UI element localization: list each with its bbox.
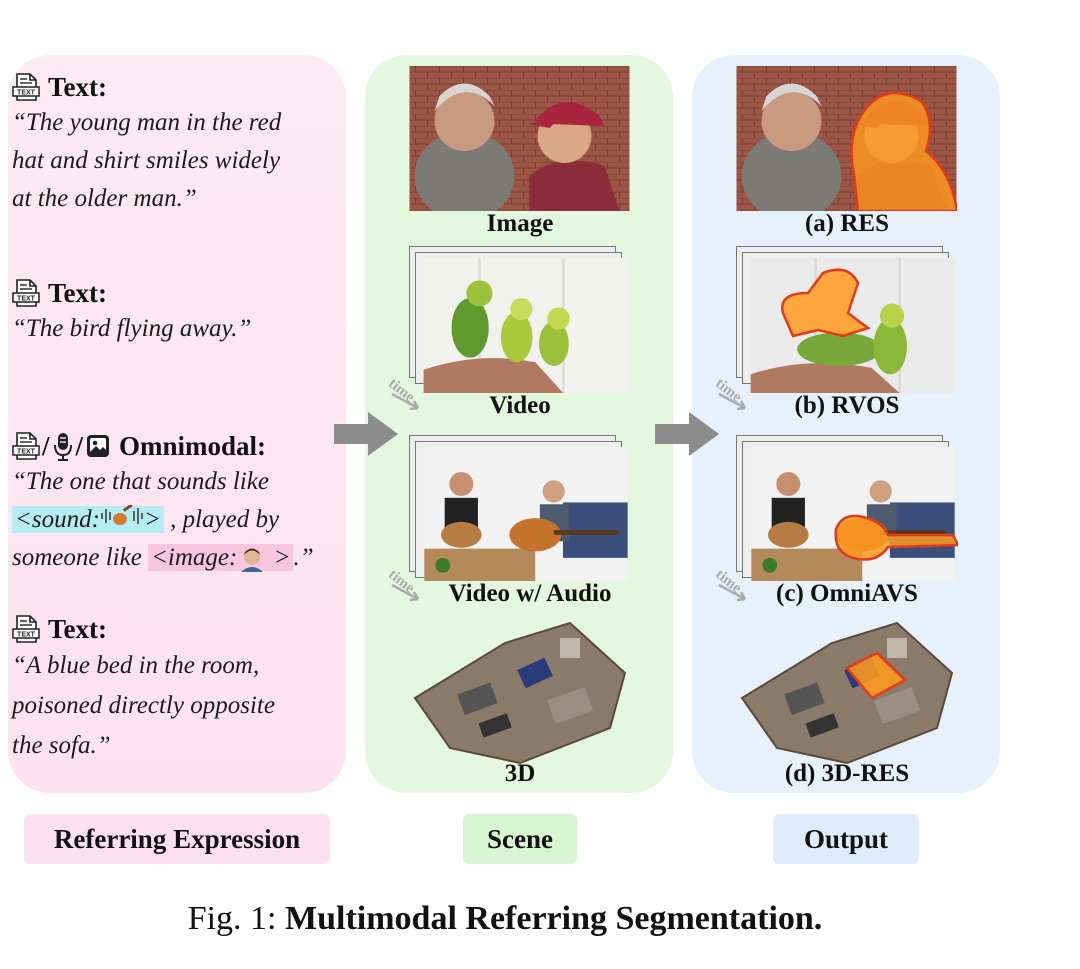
sound-chip: <sound:> [12,503,164,533]
scene-3d-thumbnail [410,618,630,768]
expression-4-line: poisoned directly opposite [12,692,275,719]
person-face-icon [241,548,264,573]
text-doc-icon [12,73,40,101]
microphone-icon [53,433,72,461]
expression-1-line: “The young man in the red [12,109,282,136]
omnimodal-line-3: someone like <image: >.” [12,544,314,573]
guitar-sound-icon [101,503,143,525]
right-arrow-icon [334,412,398,456]
expression-text-2: Text: “The bird flying away.” [12,276,342,348]
expression-1-line: at the older man.” [12,185,197,212]
scene-video-audio-thumbnail [421,447,631,581]
scene-video-audio-caption: Video w/ Audio [448,580,612,607]
output-rvos-caption: (b) RVOS [794,392,900,419]
output-label: Output [773,814,919,864]
output-omniavs-caption: (c) OmniAVS [776,580,918,607]
image-chip: <image: > [148,544,294,573]
scene-video-caption: Video [489,392,551,419]
text-doc-icon [12,615,40,643]
expression-4-line: the sofa.” [12,732,111,759]
expression-4-line: “A blue bed in the room, [12,652,260,679]
expression-text-1: Text: “The young man in the red hat and … [12,70,342,218]
expression-text-3d: Text: “A blue bed in the room, poisoned … [12,612,342,766]
scene-label: Scene [463,814,577,864]
scene-video-thumbnail [421,258,631,393]
output-rvos-thumbnail [748,258,958,393]
scene-image-caption: Image [486,210,554,237]
expression-omnimodal: / / Omnimodal: “The one that sounds like… [12,429,342,577]
referring-expression-label: Referring Expression [24,814,330,864]
expression-1-line: hat and shirt smiles widely [12,147,281,174]
text-doc-icon [12,279,40,307]
scene-image-thumbnail [409,66,630,211]
figure-caption: Fig. 1: Multimodal Referring Segmentatio… [187,900,823,937]
scene-3d-caption: 3D [504,760,536,787]
referring-panel [8,55,346,793]
omnimodal-line-1: “The one that sounds like [12,468,269,495]
expression-2-line: “The bird flying away.” [12,315,252,342]
image-icon [87,435,110,457]
right-arrow-icon [655,412,719,456]
omnimodal-line-2: <sound:> , played by [12,501,342,539]
output-3dres-caption: (d) 3D-RES [784,760,910,787]
output-res-caption: (a) RES [804,210,890,237]
output-omniavs-thumbnail [748,447,958,581]
output-res-thumbnail [736,66,957,211]
output-3dres-thumbnail [737,618,957,768]
text-doc-icon [12,432,40,460]
